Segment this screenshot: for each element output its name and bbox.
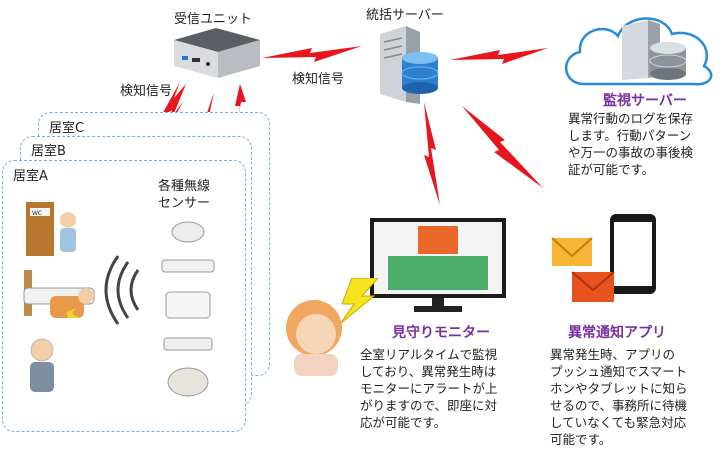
watch-monitor-desc: 全室リアルタイムで監視 しており、異常発生時は モニターにアラートが上 がります… bbox=[360, 346, 530, 431]
receiver-unit-label: 受信ユニット bbox=[174, 12, 253, 27]
bolt-server-monitor bbox=[424, 102, 440, 205]
desc-line: 応が可能です。 bbox=[360, 415, 447, 430]
desc-line: モニターにアラートが上 bbox=[360, 381, 498, 396]
alert-app bbox=[548, 212, 658, 310]
staff-alert-person-icon bbox=[286, 278, 379, 376]
desc-line: 証が可能です。 bbox=[568, 162, 655, 177]
alert-app-title: 異常通知アプリ bbox=[568, 325, 666, 341]
integration-server bbox=[374, 24, 442, 106]
bolt-room-receiver-1 bbox=[160, 82, 186, 128]
desc-line: 異常発生時、アプリの bbox=[550, 347, 676, 362]
integration-server-label: 統括サーバー bbox=[366, 8, 444, 23]
edge-label-detection-signal-2: 検知信号 bbox=[292, 72, 345, 87]
resident-toilet: WC bbox=[24, 200, 80, 258]
resident-elderly bbox=[22, 336, 62, 396]
desc-line: せるので、事務所に待機 bbox=[550, 398, 688, 413]
room-b-label: 居室B bbox=[31, 144, 66, 159]
smartphone-mail-icon bbox=[551, 214, 656, 302]
monitoring-server-title: 監視サーバー bbox=[603, 93, 687, 109]
room-a-label: 居室A bbox=[13, 169, 48, 184]
receiver-unit bbox=[168, 22, 264, 84]
bed-fall-person-icon bbox=[23, 270, 95, 318]
watch-monitor-title: 見守りモニター bbox=[392, 325, 490, 341]
staff-person bbox=[278, 278, 388, 378]
desc-line: ホンやタブレットに知ら bbox=[550, 381, 688, 396]
elderly-person-icon bbox=[30, 338, 54, 392]
desc-line: や万一の事故の事後検 bbox=[568, 145, 694, 160]
server-tower-icon bbox=[380, 26, 439, 104]
monitor-screen-icon bbox=[370, 218, 506, 312]
desc-line: がりますので、即座に対 bbox=[360, 398, 498, 413]
room-c-label: 居室C bbox=[49, 121, 85, 136]
svg-text:WC: WC bbox=[32, 210, 42, 217]
sensor-devices bbox=[158, 218, 222, 408]
desc-line: 可能です。 bbox=[550, 432, 612, 447]
sensor-devices-icon bbox=[161, 221, 215, 397]
toilet-door-person-icon: WC bbox=[26, 202, 76, 256]
sensors-label-line: センサー bbox=[158, 196, 211, 211]
bolt-server-cloud bbox=[450, 48, 548, 64]
desc-line: しており、異常発生時は bbox=[360, 364, 497, 379]
bolt-room-receiver-4 bbox=[235, 84, 246, 120]
bolt-receiver-server bbox=[262, 46, 362, 62]
wireless-signal bbox=[98, 252, 142, 328]
edge-label-detection-signal-1: 検知信号 bbox=[120, 84, 173, 99]
cloud-server-icon bbox=[564, 17, 713, 86]
watch-monitor bbox=[368, 216, 508, 314]
desc-line: 全室リアルタイムで監視 bbox=[360, 347, 498, 362]
desc-line: していなくても緊急対応 bbox=[550, 415, 687, 430]
sensors-label-line: 各種無線 bbox=[158, 179, 211, 194]
bolt-server-app bbox=[462, 106, 543, 188]
monitoring-server-desc: 異常行動のログを保存 します。行動パターン や万一の事故の事後検 証が可能です。 bbox=[568, 110, 718, 178]
desc-line: プッシュ通知でスマート bbox=[550, 364, 688, 379]
desc-line: 異常行動のログを保存 bbox=[568, 111, 694, 126]
resident-bed-fall bbox=[10, 262, 102, 326]
sensors-label: 各種無線 センサー bbox=[158, 178, 210, 212]
wireless-signal-icon bbox=[104, 255, 140, 325]
mini-pc-icon bbox=[174, 28, 260, 78]
monitoring-server bbox=[556, 4, 718, 90]
alert-app-desc: 異常発生時、アプリの プッシュ通知でスマート ホンやタブレットに知ら せるので、… bbox=[550, 346, 722, 448]
desc-line: します。行動パターン bbox=[568, 128, 692, 143]
